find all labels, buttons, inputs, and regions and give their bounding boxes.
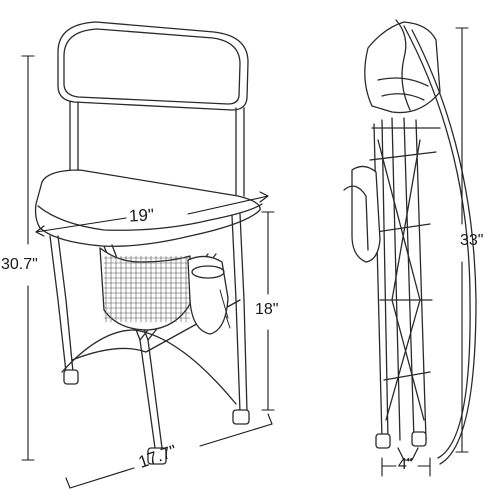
dim-line-seat-width: [35, 195, 269, 233]
leg-rear-right: [231, 213, 248, 413]
side-pouch: [187, 255, 229, 335]
back-rest: [57, 21, 249, 111]
dimension-label-folded-width: 4": [398, 456, 413, 473]
unfolded-chair: [34, 21, 263, 465]
back-upright-right: [235, 107, 245, 197]
leg-front-left: [49, 235, 74, 373]
foot-front: [147, 447, 167, 465]
dim-line-folded-width: [381, 457, 431, 477]
folded-pouch: [351, 165, 381, 263]
seat: [34, 169, 261, 247]
dimension-label-total-height: 30.7": [1, 256, 38, 273]
dimension-label-seat-height: 18": [255, 301, 279, 318]
dimension-label-seat-width: 19": [128, 205, 155, 226]
dim-line-base-depth: [69, 423, 273, 489]
mesh-pocket: [99, 247, 191, 331]
folded-chair: [343, 19, 477, 465]
leg-cross-2: [61, 329, 237, 405]
back-upright-left: [69, 101, 79, 173]
foot-left: [63, 369, 79, 385]
dimension-label-folded-length: 33": [460, 232, 484, 249]
dimension-lines: [21, 27, 469, 489]
foot-right: [232, 409, 250, 425]
folded-legs: [373, 117, 427, 441]
carry-strap: [403, 25, 477, 465]
leg-cross-3: [71, 299, 241, 361]
